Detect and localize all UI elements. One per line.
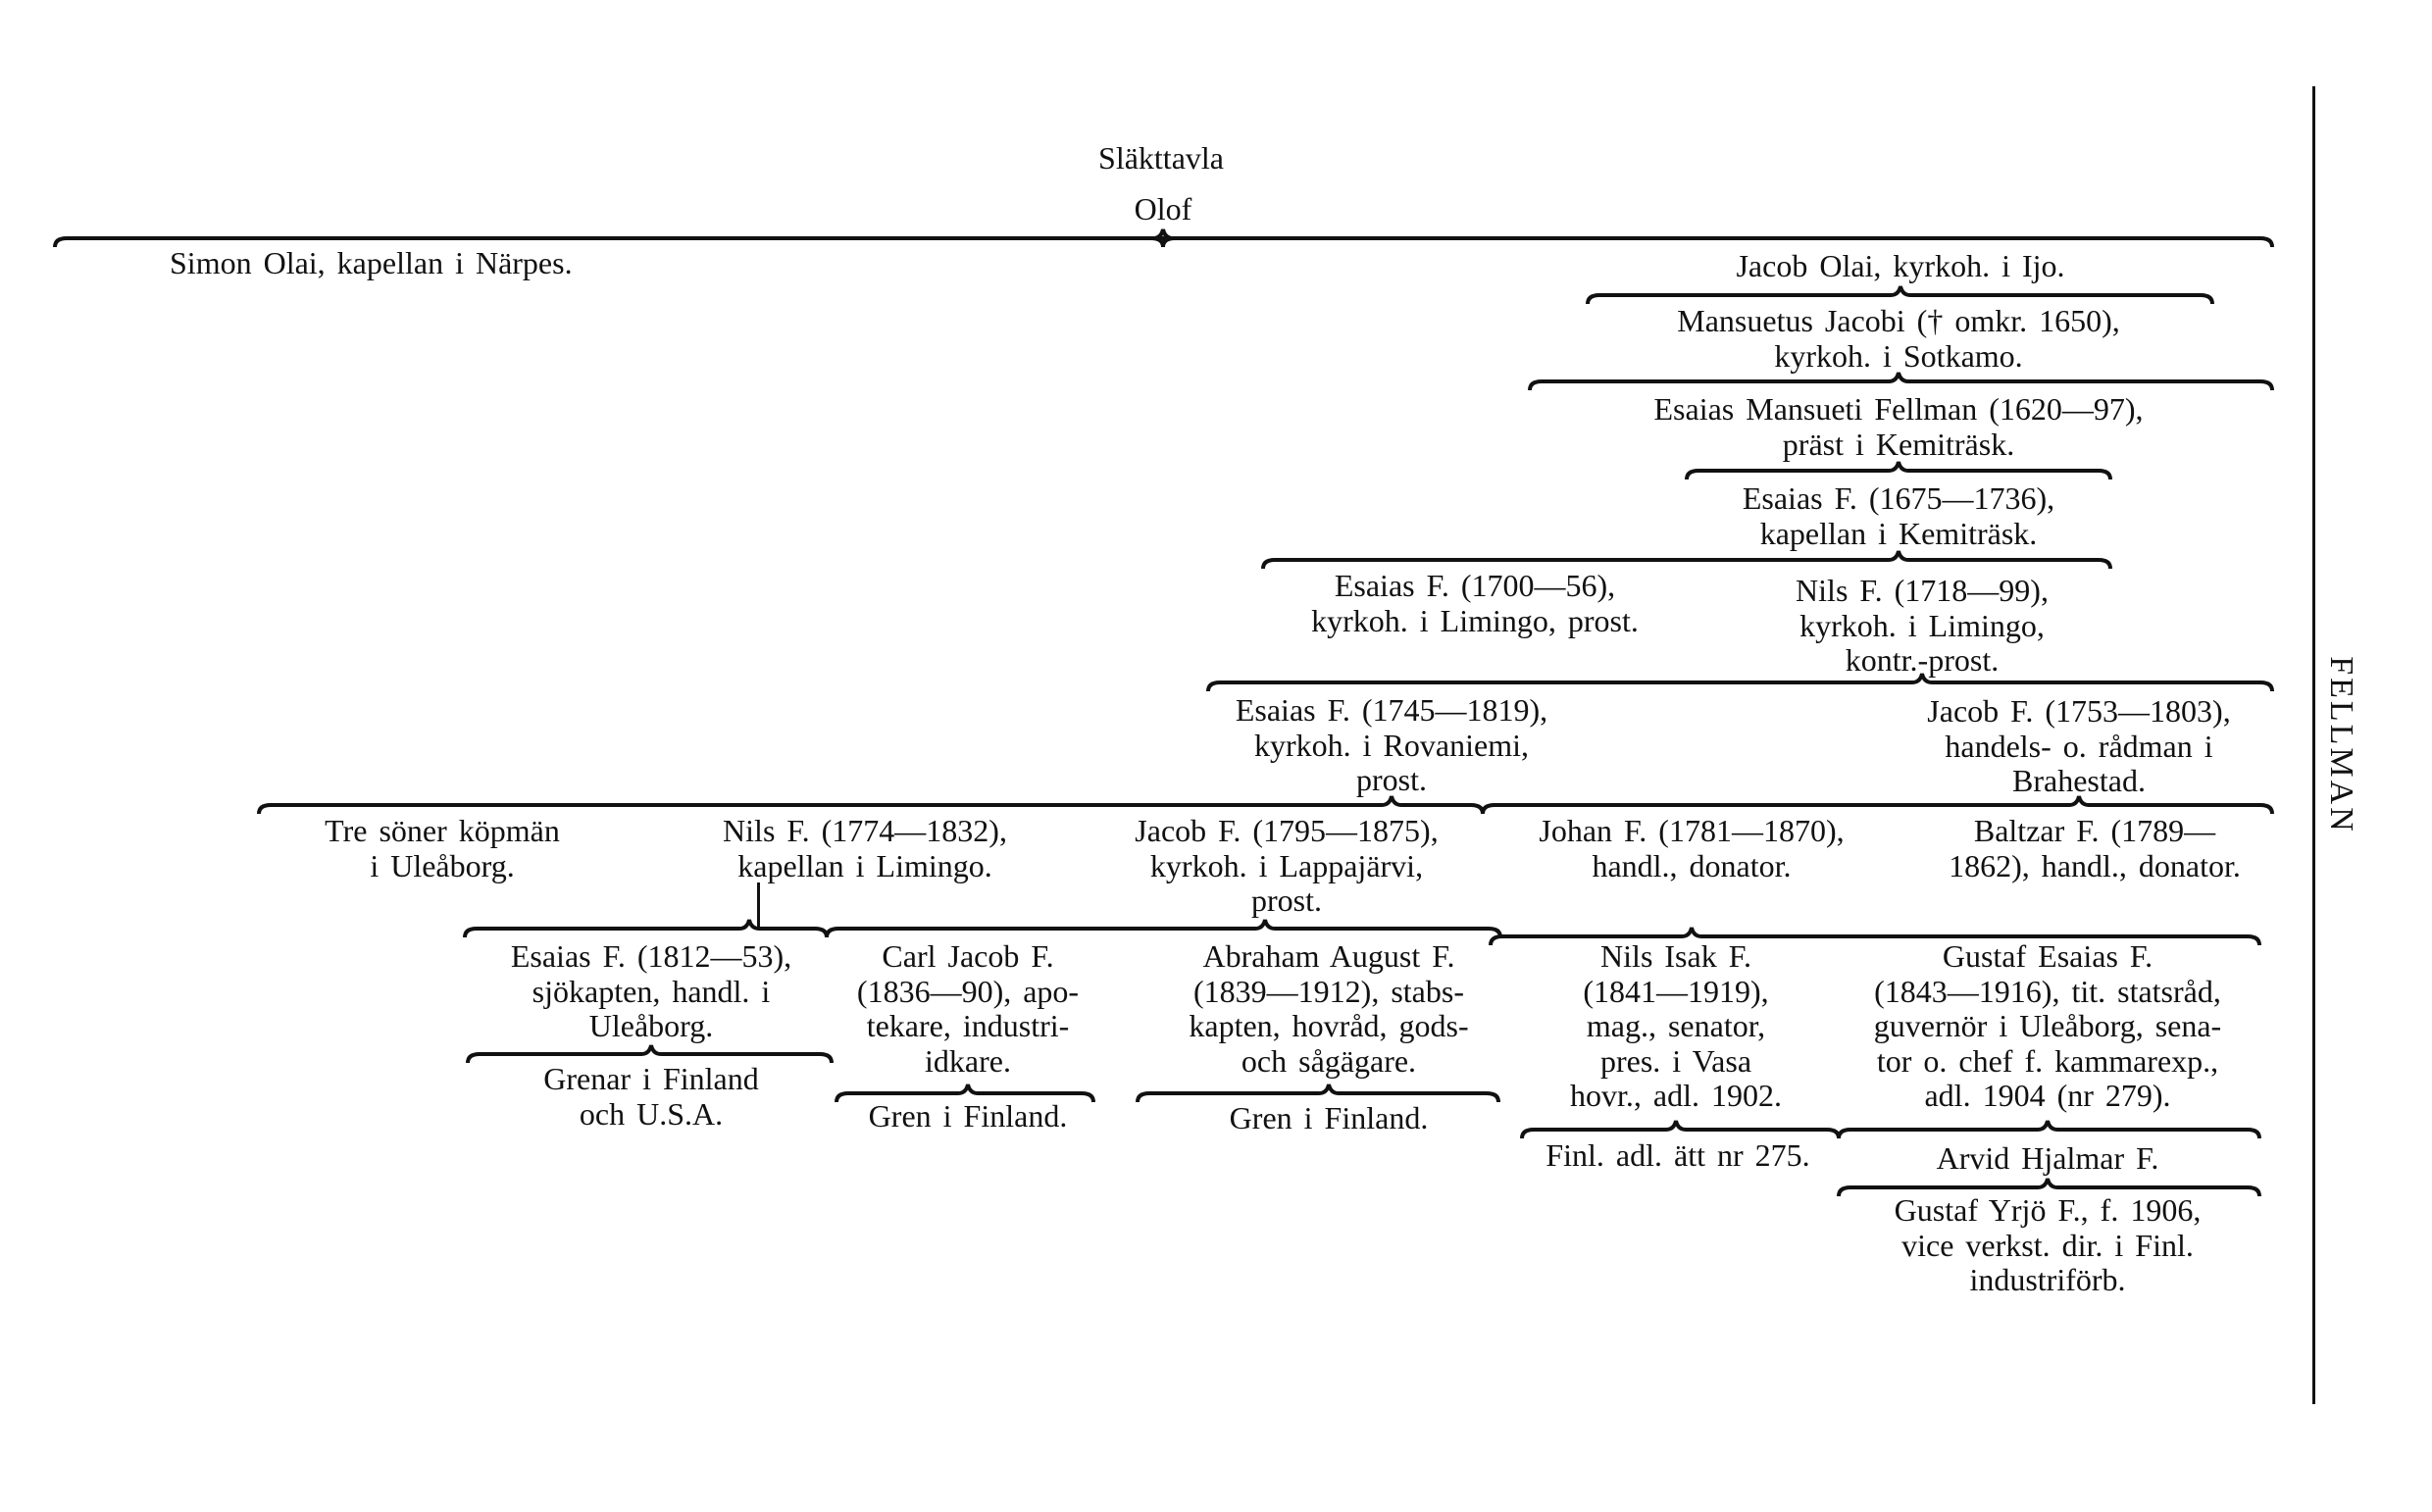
person-nils-1718: Nils F. (1718—99), kyrkoh. i Limingo, ko… [1796, 573, 2049, 678]
person-mansuetus-jacobi: Mansuetus Jacobi († omkr. 1650), kyrkoh.… [1677, 303, 2120, 374]
person-nils-1774: Nils F. (1774—1832), kapellan i Limingo. [723, 813, 1007, 883]
table-title: Släkttavla [1098, 140, 1224, 176]
person-gustaf-esaias: Gustaf Esaias F. (1843—1916), tit. stats… [1873, 938, 2222, 1113]
brace [1489, 927, 2261, 946]
descent-line [757, 882, 760, 928]
brace [466, 1044, 834, 1064]
brace [463, 919, 829, 938]
brace [1586, 285, 2214, 305]
brace [1685, 461, 2112, 480]
brace [1837, 1120, 2261, 1139]
brace [1837, 1178, 2261, 1197]
brace [1520, 1120, 1841, 1139]
brace [53, 228, 1174, 248]
brace [835, 1084, 1095, 1103]
brace [1261, 550, 2112, 570]
brace [825, 919, 1502, 938]
brace [1136, 1084, 1500, 1103]
person-esaias-mansueti: Esaias Mansueti Fellman (1620—97), präst… [1653, 391, 2144, 462]
page-margin-rule [2312, 86, 2315, 1404]
person-simon-olai: Simon Olai, kapellan i Närpes. [170, 245, 573, 280]
person-gustaf-yrjo: Gustaf Yrjö F., f. 1906, vice verkst. di… [1894, 1192, 2202, 1297]
person-nils-isak: Nils Isak F. (1841—1919), mag., senator,… [1570, 938, 1782, 1113]
person-esaias-1812: Esaias F. (1812—53), sjökapten, handl. i… [510, 938, 792, 1043]
brace [1152, 228, 2274, 248]
person-johan-1781: Johan F. (1781—1870), handl., donator. [1539, 813, 1845, 883]
person-abraham-august: Abraham August F. (1839—1912), stabs- ka… [1189, 938, 1469, 1079]
person-esaias-1700: Esaias F. (1700—56), kyrkoh. i Limingo, … [1311, 568, 1639, 638]
person-esaias-1675: Esaias F. (1675—1736), kapellan i Kemitr… [1742, 480, 2055, 551]
person-arvid-hjalmar: Arvid Hjalmar F. [1936, 1140, 2159, 1176]
branch-abraham: Gren i Finland. [1229, 1100, 1429, 1135]
brace [1206, 673, 2274, 692]
branch-carl-jacob: Gren i Finland. [868, 1098, 1068, 1134]
person-jacob-1795: Jacob F. (1795—1875), kyrkoh. i Lappajär… [1135, 813, 1439, 918]
branch-grenar: Grenar i Finland och U.S.A. [543, 1061, 759, 1132]
branch-finl-adl: Finl. adl. ätt nr 275. [1545, 1137, 1810, 1173]
person-esaias-1745: Esaias F. (1745—1819), kyrkoh. i Rovanie… [1235, 692, 1548, 797]
person-jacob-olai: Jacob Olai, kyrkoh. i Ijo. [1736, 248, 2065, 283]
brace [1528, 372, 2274, 391]
brace [257, 795, 1485, 815]
root-ancestor: Olof [1134, 191, 1192, 227]
brace [1481, 795, 2274, 815]
person-tre-soner: Tre söner köpmän i Uleåborg. [325, 813, 560, 883]
person-carl-jacob: Carl Jacob F. (1836—90), apo- tekare, in… [856, 938, 1080, 1079]
person-baltzar-1789: Baltzar F. (1789— 1862), handl., donator… [1949, 813, 2241, 883]
person-jacob-1753: Jacob F. (1753—1803), handels- o. rådman… [1927, 693, 2231, 798]
